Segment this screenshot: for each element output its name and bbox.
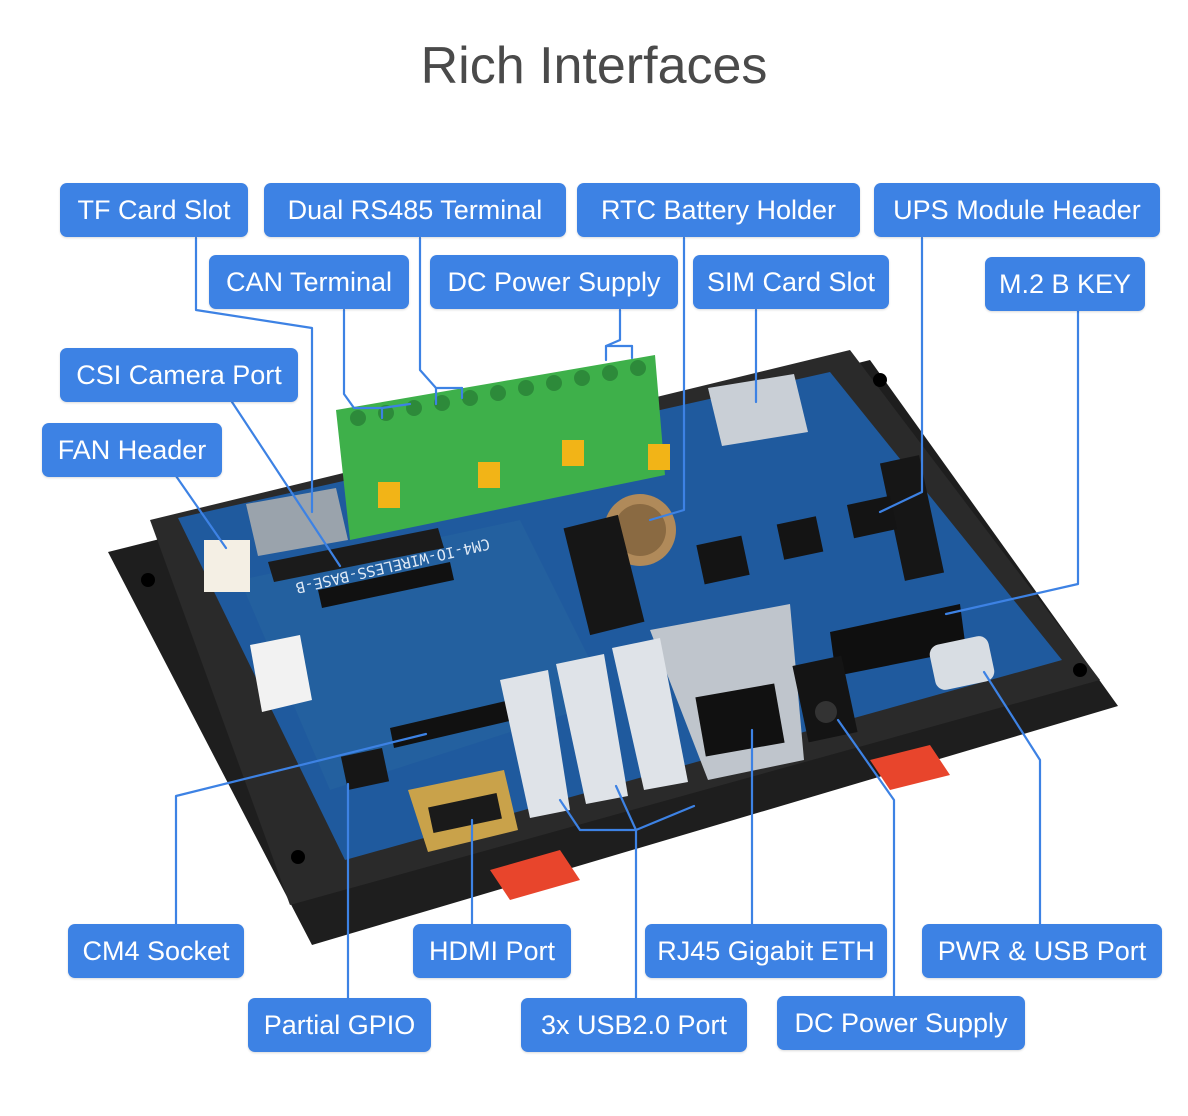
- label-fan-header: FAN Header: [42, 423, 222, 477]
- label-csi-camera-port: CSI Camera Port: [60, 348, 298, 402]
- label-ups-module-header: UPS Module Header: [874, 183, 1160, 237]
- label-tf-card-slot: TF Card Slot: [60, 183, 248, 237]
- label-sim-card-slot: SIM Card Slot: [693, 255, 889, 309]
- m2-slot: [830, 604, 966, 676]
- label-rj45-gigabit-eth: RJ45 Gigabit ETH: [645, 924, 887, 978]
- mount-hole: [1073, 663, 1087, 677]
- page-title: Rich Interfaces: [420, 37, 768, 95]
- usb-port: [612, 638, 688, 790]
- jumper: [562, 440, 584, 466]
- din-clip: [490, 850, 580, 900]
- label-dc-power-supply-top: DC Power Supply: [430, 255, 678, 309]
- label-partial-gpio: Partial GPIO: [248, 998, 431, 1052]
- label-rtc-battery-holder: RTC Battery Holder: [577, 183, 860, 237]
- gpio-header-block: [563, 514, 645, 636]
- label-pwr-usb-port: PWR & USB Port: [922, 924, 1162, 978]
- usb-port: [556, 654, 628, 804]
- mount-hole: [873, 373, 887, 387]
- sim-slot: [708, 374, 808, 446]
- cm4-connector-top: [318, 562, 454, 608]
- jumper: [478, 462, 500, 488]
- jumper: [648, 444, 670, 470]
- label-dc-power-supply-bottom: DC Power Supply: [777, 996, 1025, 1050]
- label-cm4-socket: CM4 Socket: [68, 924, 244, 978]
- label-hdmi-port: HDMI Port: [413, 924, 571, 978]
- usbc-port: [929, 636, 995, 690]
- fan-header-connector: [204, 540, 250, 592]
- mount-hole: [291, 850, 305, 864]
- jumper: [378, 482, 400, 508]
- label-can-terminal: CAN Terminal: [209, 255, 409, 309]
- usb-port: [500, 670, 570, 818]
- csi-connector: [268, 528, 444, 582]
- label-m2-b-key: M.2 B KEY: [985, 257, 1145, 311]
- mount-hole: [141, 573, 155, 587]
- label-dual-rs485-terminal: Dual RS485 Terminal: [264, 183, 566, 237]
- qr-sticker: [250, 635, 312, 712]
- label-usb20-ports: 3x USB2.0 Port: [521, 998, 747, 1052]
- chip: [696, 535, 750, 585]
- chip: [776, 516, 824, 560]
